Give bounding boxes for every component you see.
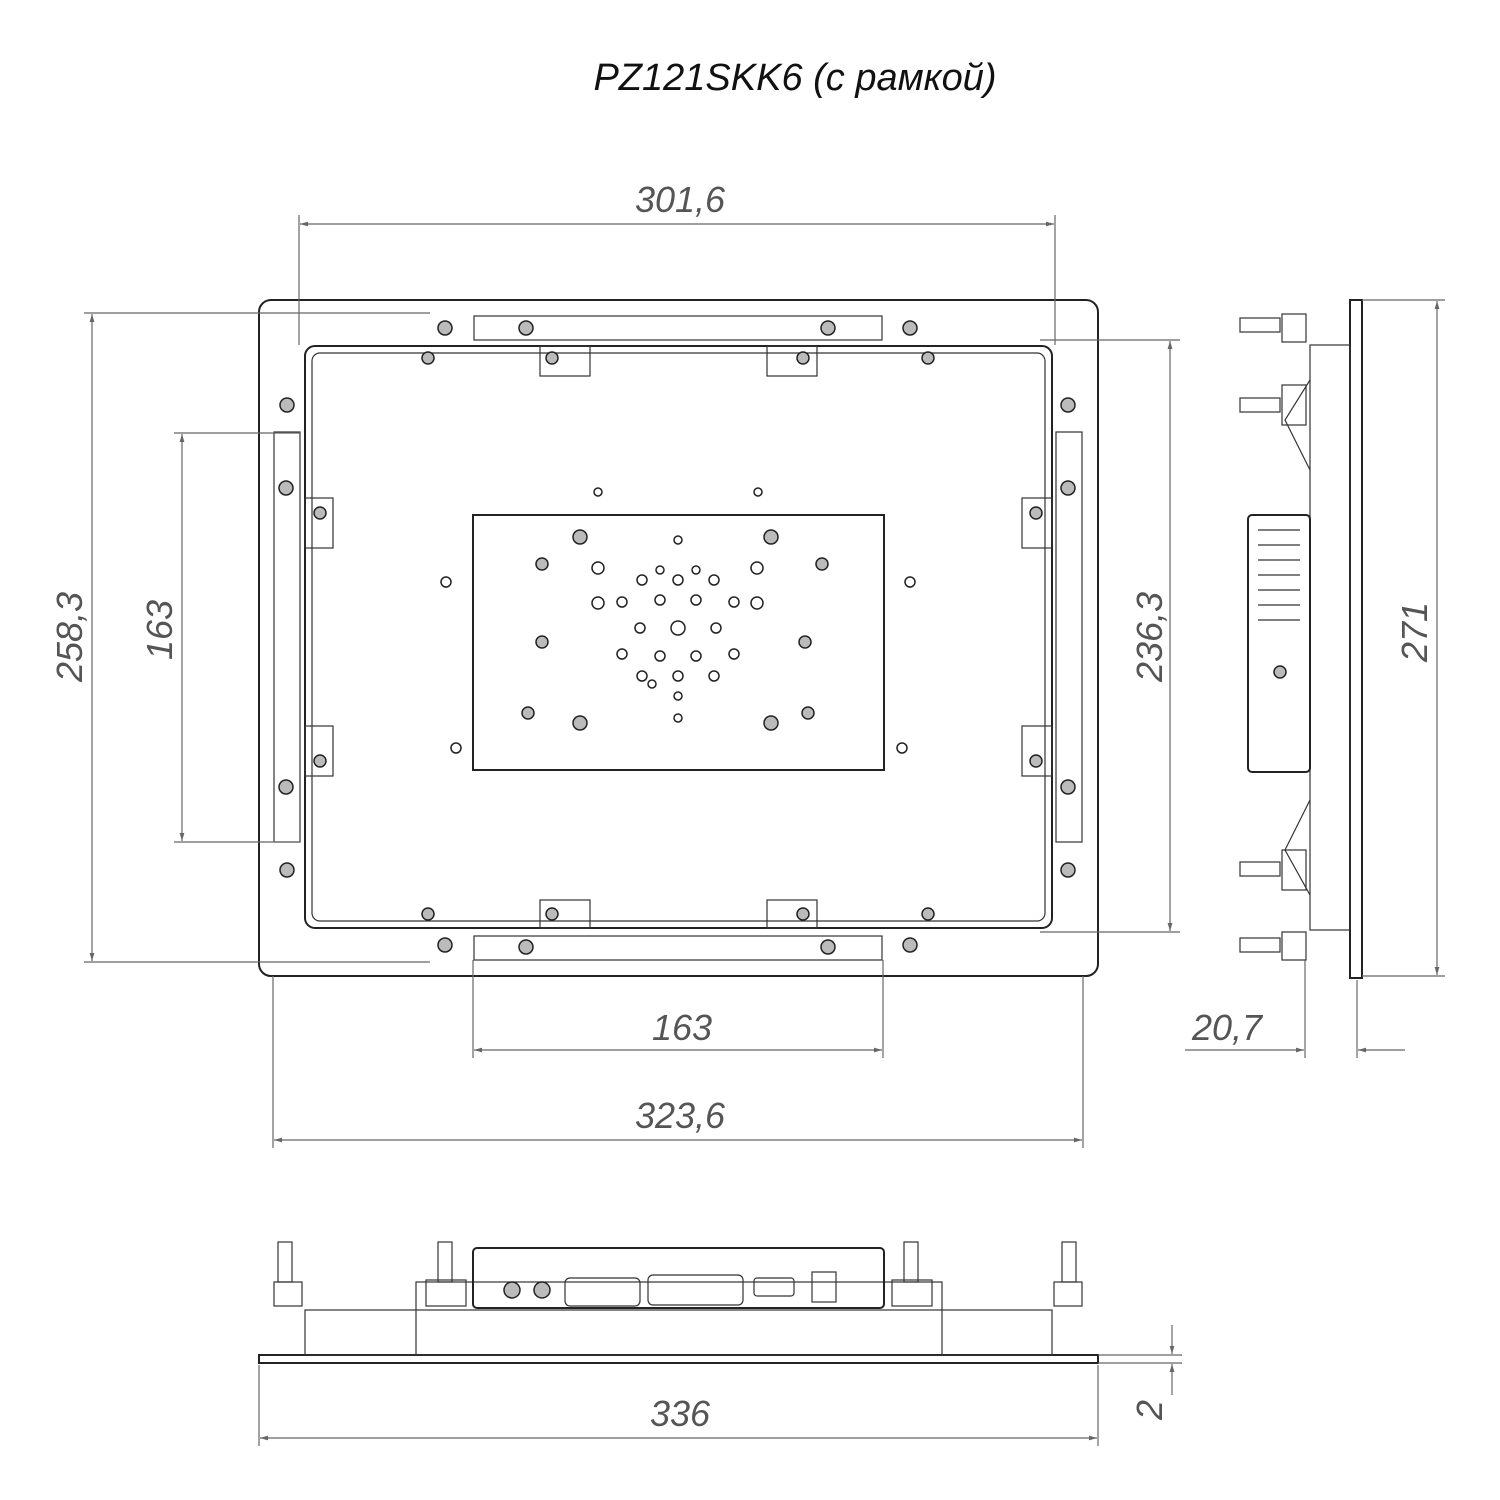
side-clamps xyxy=(1239,313,1307,961)
dim-vesa-horizontal: 163 xyxy=(652,1007,712,1048)
dim-inner-height: 236,3 xyxy=(1129,592,1170,683)
dim-frame-inner-width: 301,6 xyxy=(635,179,726,220)
dim-vesa-vertical: 163 xyxy=(139,600,180,660)
dim-side-height: 271 xyxy=(1394,602,1435,663)
vent-holes xyxy=(440,487,916,754)
drawing-title: PZ121SKK6 (с рамкой) xyxy=(593,57,996,99)
power-port xyxy=(811,1271,837,1303)
dim-frame-thickness: 2 xyxy=(1129,1400,1170,1421)
bottom-view xyxy=(258,1241,1099,1364)
mounting-screws xyxy=(278,320,1076,955)
dim-depth: 20,7 xyxy=(1191,1007,1264,1048)
vga-port xyxy=(564,1277,641,1307)
dimensions: 301,6 258,3 163 236,3 271 163 20,7 323,6… xyxy=(49,179,1445,1446)
bottom-clamps xyxy=(273,1241,1083,1307)
dim-total-width: 336 xyxy=(650,1393,711,1434)
front-view xyxy=(258,299,1099,977)
dim-frame-height: 258,3 xyxy=(49,592,90,683)
dim-bracket-width: 323,6 xyxy=(635,1095,726,1136)
dvi-port xyxy=(647,1274,744,1306)
hdmi-port xyxy=(753,1277,795,1297)
side-view xyxy=(1239,299,1363,979)
